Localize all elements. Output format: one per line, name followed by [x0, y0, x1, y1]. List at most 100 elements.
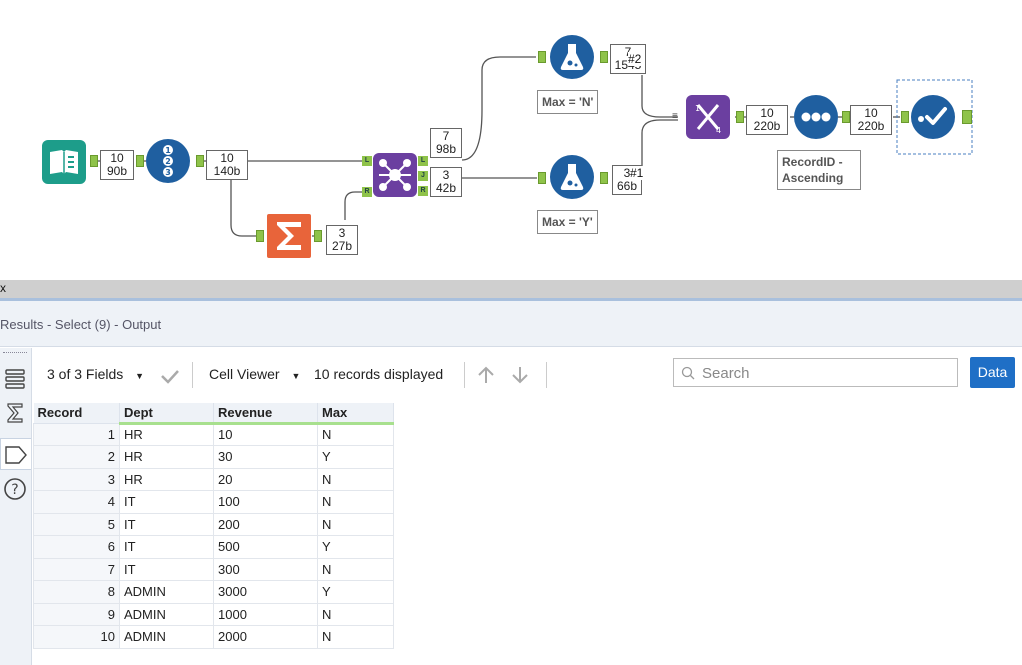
check-icon[interactable] — [160, 368, 180, 384]
panel-splitter[interactable]: x — [0, 280, 1022, 298]
record-cell[interactable]: 6 — [33, 535, 120, 559]
toolbar-separator — [464, 362, 465, 388]
search-icon — [681, 366, 695, 380]
list-icon[interactable] — [2, 366, 28, 392]
dept-cell[interactable]: IT — [119, 490, 214, 514]
record-cell[interactable]: 8 — [33, 580, 120, 604]
join-left-input[interactable]: L — [362, 156, 372, 166]
grip-handle[interactable] — [3, 352, 27, 354]
input-anchor[interactable] — [538, 51, 546, 63]
input-anchor[interactable] — [136, 155, 144, 167]
input-anchor[interactable] — [256, 230, 264, 242]
join-right-output[interactable]: R — [418, 186, 428, 196]
sigma-icon[interactable] — [2, 400, 28, 426]
tag-tab-active[interactable] — [0, 438, 31, 470]
summarize-tool[interactable] — [267, 214, 311, 258]
dept-cell[interactable]: ADMIN — [119, 580, 214, 604]
numbered-list-icon: 1 2 3 — [163, 145, 173, 177]
input-anchor[interactable] — [901, 111, 909, 123]
record-cell[interactable]: 10 — [33, 625, 120, 649]
max-cell[interactable]: N — [317, 625, 394, 649]
revenue-cell[interactable]: 20 — [213, 467, 318, 491]
output-anchor[interactable] — [842, 111, 850, 123]
cell-viewer-dropdown[interactable]: Cell Viewer ▼ — [209, 366, 301, 382]
revenue-cell[interactable]: 30 — [213, 445, 318, 469]
max-cell[interactable]: N — [317, 512, 394, 536]
max-cell[interactable]: Y — [317, 580, 394, 604]
output-anchor[interactable] — [736, 111, 744, 123]
select-tool[interactable] — [911, 95, 955, 139]
max-cell[interactable]: N — [317, 602, 394, 626]
formula-n-tool[interactable] — [550, 35, 594, 79]
max-cell[interactable]: N — [317, 557, 394, 581]
union-tool[interactable]: 1 4 — [686, 95, 730, 139]
revenue-cell[interactable]: 100 — [213, 490, 318, 514]
record-cell[interactable]: 5 — [33, 512, 120, 536]
dept-cell[interactable]: IT — [119, 535, 214, 559]
record-id-tool[interactable]: 1 2 3 — [146, 139, 190, 183]
input-anchor[interactable] — [538, 172, 546, 184]
help-icon[interactable]: ? — [2, 476, 28, 502]
record-cell[interactable]: 1 — [33, 422, 120, 446]
output-anchor[interactable] — [962, 110, 972, 124]
record-cell[interactable]: 7 — [33, 557, 120, 581]
union-input-arrows[interactable]: ≡ — [672, 111, 678, 122]
revenue-cell[interactable]: 3000 — [213, 580, 318, 604]
input-data-tool[interactable] — [42, 140, 86, 184]
record-cell[interactable]: 3 — [33, 467, 120, 491]
revenue-cell[interactable]: 10 — [213, 422, 318, 446]
record-cell[interactable]: 9 — [33, 602, 120, 626]
output-anchor[interactable] — [600, 172, 608, 184]
max-cell[interactable]: N — [317, 422, 394, 446]
revenue-cell[interactable]: 200 — [213, 512, 318, 536]
dept-cell[interactable]: IT — [119, 512, 214, 536]
arrow-up-icon[interactable] — [476, 365, 496, 385]
dept-cell[interactable]: HR — [119, 422, 214, 446]
record-cell[interactable]: 2 — [33, 445, 120, 469]
close-icon[interactable]: x — [0, 281, 6, 295]
column-header-max[interactable]: Max — [317, 403, 394, 425]
arrow-down-icon[interactable] — [510, 365, 530, 385]
column-header-dept[interactable]: Dept — [119, 403, 214, 425]
dept-cell[interactable]: IT — [119, 557, 214, 581]
dept-cell[interactable]: HR — [119, 467, 214, 491]
join-tool[interactable] — [373, 153, 417, 197]
max-cell[interactable]: N — [317, 490, 394, 514]
max-cell[interactable]: N — [317, 467, 394, 491]
output-anchor[interactable] — [314, 230, 322, 242]
revenue-cell[interactable]: 500 — [213, 535, 318, 559]
join-join-output[interactable]: J — [418, 171, 428, 181]
max-cell[interactable]: Y — [317, 445, 394, 469]
output-anchor[interactable] — [90, 155, 98, 167]
dept-cell[interactable]: HR — [119, 445, 214, 469]
revenue-cell[interactable]: 300 — [213, 557, 318, 581]
data-button[interactable]: Data — [970, 357, 1015, 388]
output-anchor[interactable] — [196, 155, 204, 167]
sort-tool[interactable] — [794, 95, 838, 139]
search-input[interactable]: Search — [673, 358, 958, 387]
record-cell[interactable]: 4 — [33, 490, 120, 514]
join-left-output[interactable]: L — [418, 156, 428, 166]
dept-cell[interactable]: ADMIN — [119, 625, 214, 649]
revenue-cell[interactable]: 1000 — [213, 602, 318, 626]
revenue-cell[interactable]: 2000 — [213, 625, 318, 649]
column-header-revenue[interactable]: Revenue — [213, 403, 318, 425]
max-cell[interactable]: Y — [317, 535, 394, 559]
column-header-record[interactable]: Record — [33, 403, 120, 424]
fields-dropdown[interactable]: 3 of 3 Fields ▼ — [47, 366, 145, 382]
formula-y-tool[interactable] — [550, 155, 594, 199]
output-anchor[interactable] — [600, 51, 608, 63]
dept-cell[interactable]: ADMIN — [119, 602, 214, 626]
join-right-input[interactable]: R — [362, 187, 372, 197]
